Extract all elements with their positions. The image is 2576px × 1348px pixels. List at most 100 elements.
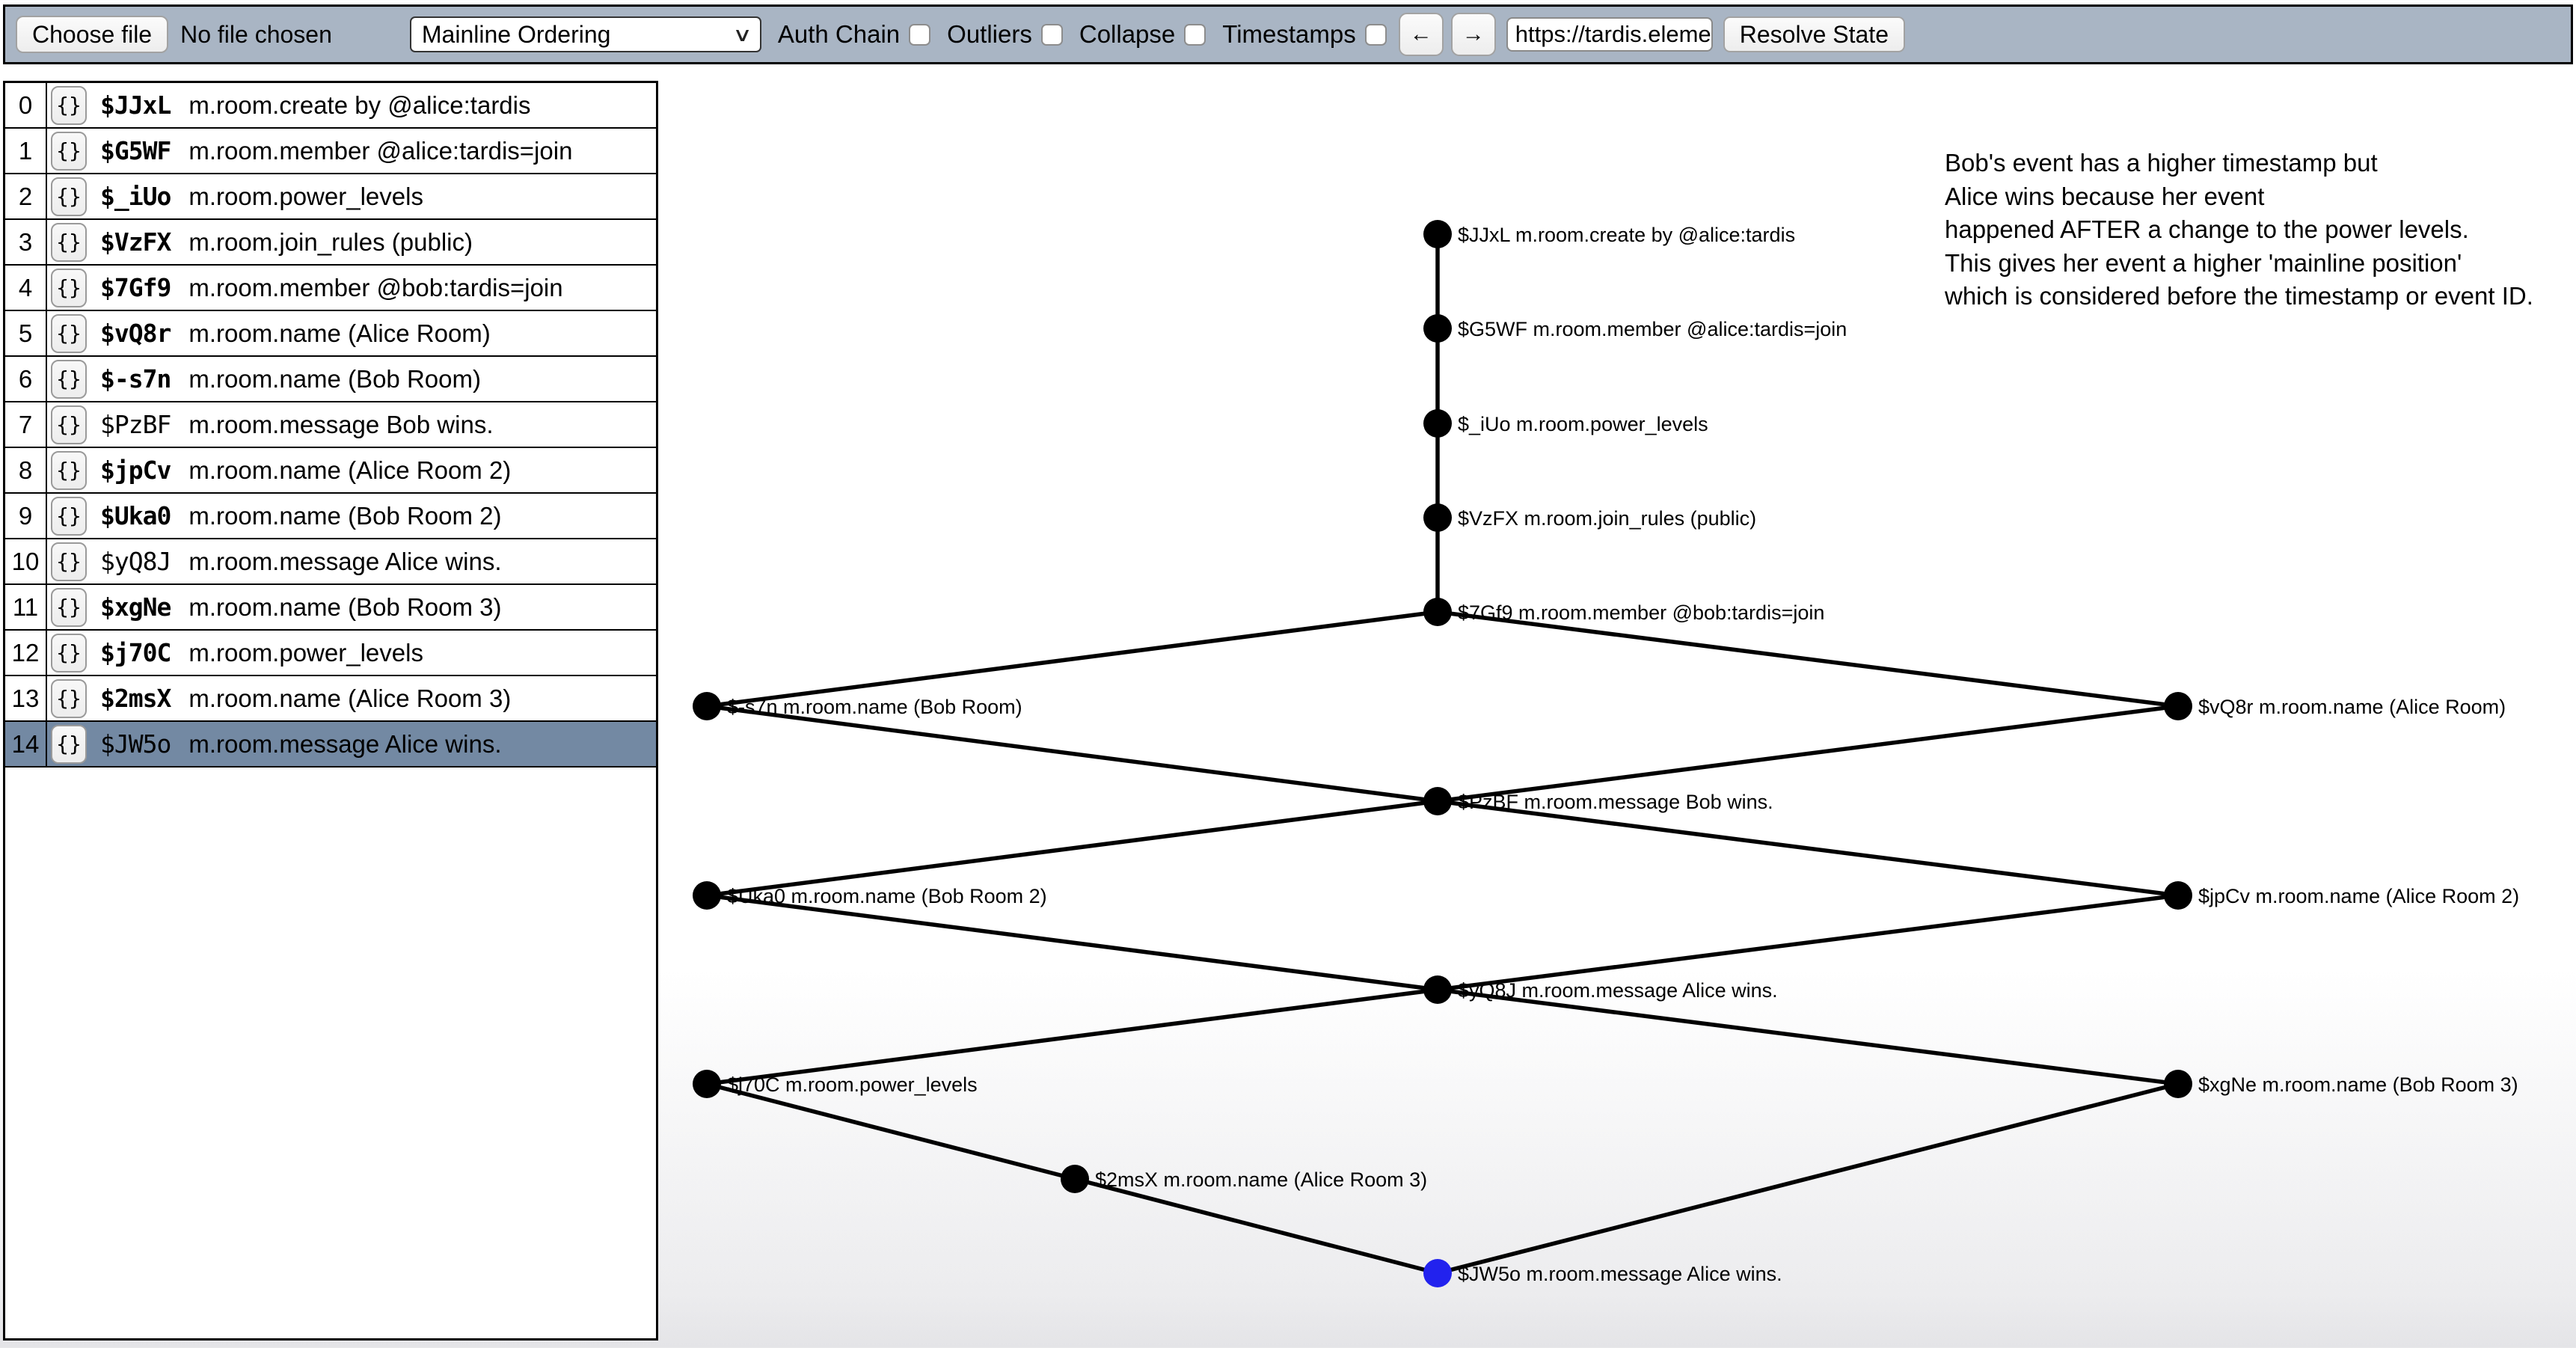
view-json-button[interactable]: {} xyxy=(51,359,87,399)
dag-node-JW5o[interactable] xyxy=(1423,1259,1452,1287)
dag-node-label: $JW5o m.room.message Alice wins. xyxy=(1458,1263,1782,1285)
dag-node-label: $j70C m.room.power_levels xyxy=(727,1073,978,1096)
event-id: $PzBF xyxy=(100,410,171,439)
event-id: $G5WF xyxy=(100,136,171,165)
event-id: $VzFX xyxy=(100,227,171,257)
collapse-checkbox[interactable] xyxy=(1184,23,1206,46)
event-description: m.room.message Bob wins. xyxy=(188,410,494,438)
event-index: 0 xyxy=(5,83,47,127)
dag-node-7Gf9[interactable] xyxy=(1423,598,1452,626)
dag-node--s7n[interactable] xyxy=(693,692,721,720)
ordering-select[interactable]: Mainline Ordering ∨ xyxy=(409,16,761,52)
dag-edge xyxy=(706,893,1438,992)
dag-node-label: $-s7n m.room.name (Bob Room) xyxy=(727,696,1022,718)
dag-node-PzBF[interactable] xyxy=(1423,787,1452,815)
dag-edge xyxy=(706,1082,1076,1181)
dag-node-label: $Uka0 m.room.name (Bob Room 2) xyxy=(727,885,1047,907)
event-list-row[interactable]: 7{} $PzBF m.room.message Bob wins. xyxy=(5,402,656,448)
dag-edge xyxy=(1074,1177,1438,1275)
timestamps-label: Timestamps xyxy=(1222,20,1356,48)
event-id: $2msX xyxy=(100,684,171,713)
annotation-line: Bob's event has a higher timestamp but xyxy=(1945,149,2378,177)
event-id: $JW5o xyxy=(100,729,171,759)
dag-node-label: $G5WF m.room.member @alice:tardis=join xyxy=(1458,318,1847,340)
view-json-button[interactable]: {} xyxy=(51,313,87,353)
event-index: 1 xyxy=(5,129,47,173)
dag-node-JJxL[interactable] xyxy=(1423,220,1452,248)
event-description: m.room.create by @alice:tardis xyxy=(188,91,531,119)
event-index: 7 xyxy=(5,402,47,447)
outliers-checkbox[interactable] xyxy=(1040,23,1063,46)
resolve-state-button[interactable]: Resolve State xyxy=(1723,16,1905,52)
dag-node-G5WF[interactable] xyxy=(1423,314,1452,343)
view-json-button[interactable]: {} xyxy=(51,587,87,627)
dag-edge xyxy=(1437,987,2179,1086)
server-url-input[interactable]: https://tardis.element.dev xyxy=(1506,17,1713,52)
view-json-button[interactable]: {} xyxy=(51,724,87,764)
dag-node-label: $vQ8r m.room.name (Alice Room) xyxy=(2198,696,2506,718)
back-button[interactable]: ← xyxy=(1398,13,1444,56)
event-id: $7Gf9 xyxy=(100,273,171,302)
event-id: $_iUo xyxy=(100,182,171,211)
view-json-button[interactable]: {} xyxy=(51,678,87,718)
event-id: $xgNe xyxy=(100,592,171,622)
view-json-button[interactable]: {} xyxy=(51,131,87,171)
dag-node-j70C[interactable] xyxy=(693,1070,721,1098)
event-id: $-s7n xyxy=(100,364,171,393)
event-index: 10 xyxy=(5,539,47,583)
dag-node-vQ8r[interactable] xyxy=(2164,692,2192,720)
view-json-button[interactable]: {} xyxy=(51,633,87,673)
dag-node-label: $JJxL m.room.create by @alice:tardis xyxy=(1458,224,1795,246)
event-index: 4 xyxy=(5,266,47,310)
event-index: 8 xyxy=(5,448,47,492)
dag-node-VzFX[interactable] xyxy=(1423,503,1452,532)
event-description: m.room.name (Bob Room) xyxy=(188,364,481,393)
event-id: $jpCv xyxy=(100,456,171,485)
dag-node-xgNe[interactable] xyxy=(2164,1070,2192,1098)
view-json-button[interactable]: {} xyxy=(51,405,87,444)
annotation-line: which is considered before the timestamp… xyxy=(1945,282,2533,310)
dag-edge xyxy=(706,799,1438,898)
dag-node-2msX[interactable] xyxy=(1061,1165,1089,1193)
view-json-button[interactable]: {} xyxy=(51,450,87,490)
event-id: $Uka0 xyxy=(100,501,171,530)
view-json-button[interactable]: {} xyxy=(51,85,87,125)
timestamps-checkbox[interactable] xyxy=(1364,23,1387,46)
dag-node-jpCv[interactable] xyxy=(2164,881,2192,910)
dag-node-_iUo[interactable] xyxy=(1423,409,1452,438)
view-json-button[interactable]: {} xyxy=(51,268,87,307)
event-description: m.room.name (Bob Room 2) xyxy=(188,501,502,530)
view-json-button[interactable]: {} xyxy=(51,542,87,581)
event-description: m.room.name (Alice Room) xyxy=(188,319,491,347)
event-index: 2 xyxy=(5,174,47,218)
event-description: m.room.message Alice wins. xyxy=(188,729,502,758)
view-json-button[interactable]: {} xyxy=(51,222,87,262)
auth-chain-checkbox[interactable] xyxy=(909,23,931,46)
collapse-label: Collapse xyxy=(1079,20,1176,48)
choose-file-button[interactable]: Choose file xyxy=(16,16,169,53)
dag-node-label: $VzFX m.room.join_rules (public) xyxy=(1458,507,1756,530)
dag-node-Uka0[interactable] xyxy=(693,881,721,910)
forward-button[interactable]: → xyxy=(1450,13,1496,56)
view-json-button[interactable]: {} xyxy=(51,496,87,536)
view-json-button[interactable]: {} xyxy=(51,177,87,216)
no-file-chosen-label: No file chosen xyxy=(180,20,332,48)
auth-chain-label: Auth Chain xyxy=(777,20,901,48)
dag-node-yQ8J[interactable] xyxy=(1423,975,1452,1004)
event-description: m.room.name (Alice Room 3) xyxy=(188,684,512,712)
